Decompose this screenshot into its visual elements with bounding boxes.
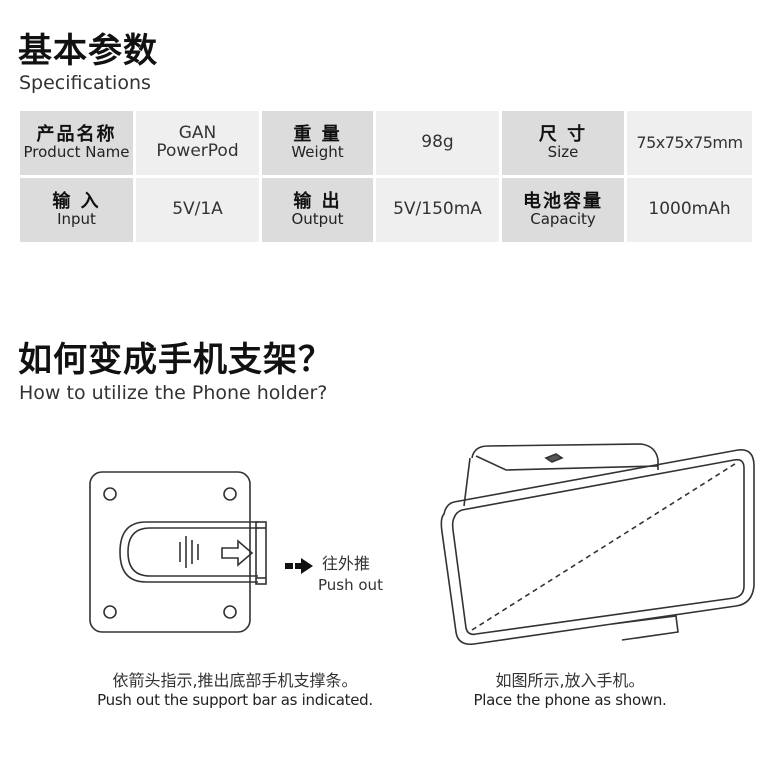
mounting-hole-icon	[103, 487, 117, 501]
spec-label-capacity: 电池容量 Capacity	[502, 178, 624, 242]
spec-value: 1000mAh	[648, 199, 731, 220]
spec-label-en: Weight	[291, 142, 344, 161]
mounting-hole-icon	[223, 487, 237, 501]
spec-value-line: GAN	[178, 123, 217, 144]
spec-label-en: Capacity	[530, 209, 596, 228]
step2-caption-en: Place the phone as shown.	[473, 691, 667, 709]
spec-label-zh: 重 量	[293, 123, 342, 145]
spec-label-size: 尺 寸 Size	[502, 111, 624, 175]
spec-label-output: 输 出 Output	[262, 178, 373, 242]
step1-caption-en: Push out the support bar as indicated.	[97, 691, 373, 709]
spec-label-input: 输 入 Input	[20, 178, 133, 242]
spec-value: 5V/150mA	[393, 199, 482, 220]
spec-label-en: Size	[547, 142, 579, 161]
step1-caption-zh: 依箭头指示,推出底部手机支撑条。	[112, 671, 358, 690]
specs-table: 产品名称 Product Name GAN PowerPod 重 量 Weigh…	[20, 111, 755, 242]
push-arrow-icon	[221, 539, 254, 567]
specs-subtitle: Specifications	[19, 72, 151, 94]
mounting-hole-icon	[223, 605, 237, 619]
howto-subtitle: How to utilize the Phone holder?	[19, 382, 328, 404]
spec-value: 98g	[421, 132, 454, 153]
spec-value-product-name: GAN PowerPod	[136, 111, 259, 175]
spec-label-zh: 电池容量	[523, 190, 603, 212]
push-out-en: Push out	[318, 575, 383, 594]
spec-value-size: 75x75x75mm	[627, 111, 752, 175]
specs-title: 基本参数	[18, 31, 158, 71]
spec-label-en: Product Name	[23, 142, 130, 161]
spec-value: 5V/1A	[172, 199, 223, 220]
spec-value-capacity: 1000mAh	[627, 178, 752, 242]
spec-value: 75x75x75mm	[636, 132, 743, 152]
arrow-right-icon	[285, 558, 313, 574]
spec-value-weight: 98g	[376, 111, 499, 175]
step2-caption: 如图所示,放入手机。 Place the phone as shown.	[420, 671, 720, 710]
spec-value-input: 5V/1A	[136, 178, 259, 242]
push-out-label: 往外推 Push out	[318, 553, 383, 595]
logo-mark	[544, 453, 564, 463]
spec-value-line: PowerPod	[156, 141, 239, 161]
spec-label-weight: 重 量 Weight	[262, 111, 373, 175]
spec-label-zh: 输 出	[293, 190, 342, 212]
spec-value-output: 5V/150mA	[376, 178, 499, 242]
spec-label-zh: 输 入	[52, 190, 101, 212]
step1-caption: 依箭头指示,推出底部手机支撑条。 Push out the support ba…	[60, 671, 410, 710]
spec-label-en: Input	[57, 209, 96, 228]
spec-label-zh: 产品名称	[36, 123, 117, 145]
spec-label-zh: 尺 寸	[538, 123, 588, 145]
phone-holder-illustration	[440, 443, 755, 646]
spec-label-product-name: 产品名称 Product Name	[20, 111, 133, 175]
step2-caption-zh: 如图所示,放入手机。	[495, 671, 645, 690]
device-bottom-illustration	[89, 471, 258, 633]
support-bar-end	[255, 521, 267, 585]
spec-label-en: Output	[291, 209, 344, 228]
mounting-hole-icon	[103, 605, 117, 619]
push-out-zh: 往外推	[322, 554, 371, 573]
howto-title: 如何变成手机支架？	[18, 340, 333, 380]
